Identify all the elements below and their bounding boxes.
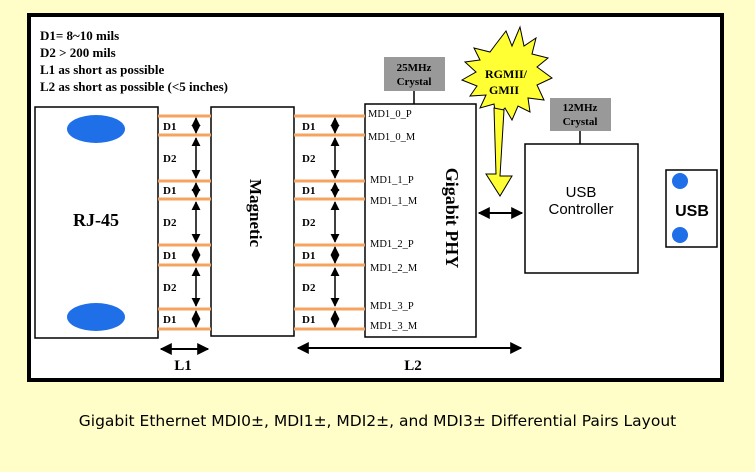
rj45-top-dot bbox=[67, 115, 125, 143]
spacing-label-left: D2 bbox=[163, 217, 177, 229]
l1-label: L1 bbox=[174, 358, 192, 374]
spacing-label-right: D1 bbox=[302, 314, 315, 326]
rgmii-burst bbox=[460, 25, 553, 122]
pin-label: MD1_2_P bbox=[370, 239, 414, 250]
magnetic-label: Magnetic bbox=[246, 179, 265, 247]
spacing-label-left: D2 bbox=[163, 282, 177, 294]
rgmii-line1: RGMII/ bbox=[485, 67, 528, 81]
figure-caption: Gigabit Ethernet MDI0±, MDI1±, MDI2±, an… bbox=[78, 412, 677, 430]
usb-port-label: USB bbox=[675, 203, 709, 220]
spacing-label-left: D2 bbox=[163, 153, 177, 165]
l2-label: L2 bbox=[404, 358, 422, 374]
magnetic-block bbox=[210, 106, 295, 337]
spacing-label-left: D1 bbox=[163, 314, 176, 326]
spacing-label-left: D1 bbox=[163, 250, 176, 262]
usb-controller-line1: USB bbox=[566, 184, 597, 201]
spacing-label-right: D1 bbox=[302, 250, 315, 262]
usb-controller-line2: Controller bbox=[548, 201, 613, 218]
crystal-12mhz-line1: 12MHz bbox=[563, 102, 598, 114]
crystal-12mhz bbox=[550, 98, 611, 131]
spacing-label-left: D1 bbox=[163, 185, 176, 197]
crystal-12mhz-line2: Crystal bbox=[563, 116, 598, 128]
spacing-label-left: D1 bbox=[163, 121, 176, 133]
crystal-25mhz-line2: Crystal bbox=[397, 76, 432, 88]
pin-label: MD1_3_M bbox=[370, 321, 418, 332]
pin-label: MD1_1_P bbox=[370, 175, 414, 186]
crystal-25mhz-line1: 25MHz bbox=[397, 62, 432, 74]
pin-label: MD1_2_M bbox=[370, 263, 418, 274]
phy-block bbox=[364, 103, 477, 338]
rj45-label: RJ-45 bbox=[73, 210, 119, 230]
crystal-25mhz bbox=[384, 57, 445, 91]
rj45-block bbox=[34, 106, 159, 339]
spacing-label-right: D2 bbox=[302, 153, 316, 165]
pin-label: MD1_0_M bbox=[368, 132, 416, 143]
spacing-label-right: D2 bbox=[302, 282, 316, 294]
phy-label: Gigabit PHY bbox=[442, 168, 462, 269]
spacing-label-right: D1 bbox=[302, 185, 315, 197]
spacing-arrows bbox=[191, 117, 340, 328]
note-d1: D1= 8~10 mils bbox=[40, 28, 119, 43]
pin-label: MD1_0_P bbox=[368, 109, 412, 120]
usb-controller-block bbox=[524, 143, 639, 274]
rgmii-arrow bbox=[485, 107, 513, 197]
pin-label: MD1_3_P bbox=[370, 301, 414, 312]
rj45-bottom-dot bbox=[67, 303, 125, 331]
note-l2: L2 as short as possible (<5 inches) bbox=[40, 79, 228, 94]
rgmii-line2: GMII bbox=[489, 83, 519, 97]
spacing-label-right: D1 bbox=[302, 121, 315, 133]
usb-port-top-dot bbox=[672, 173, 688, 189]
note-l1: L1 as short as possible bbox=[40, 62, 164, 77]
differential-traces bbox=[158, 114, 365, 331]
usb-port-bottom-dot bbox=[672, 227, 688, 243]
pin-label: MD1_1_M bbox=[370, 196, 418, 207]
spacing-label-right: D2 bbox=[302, 217, 316, 229]
note-d2: D2 > 200 mils bbox=[40, 45, 116, 60]
